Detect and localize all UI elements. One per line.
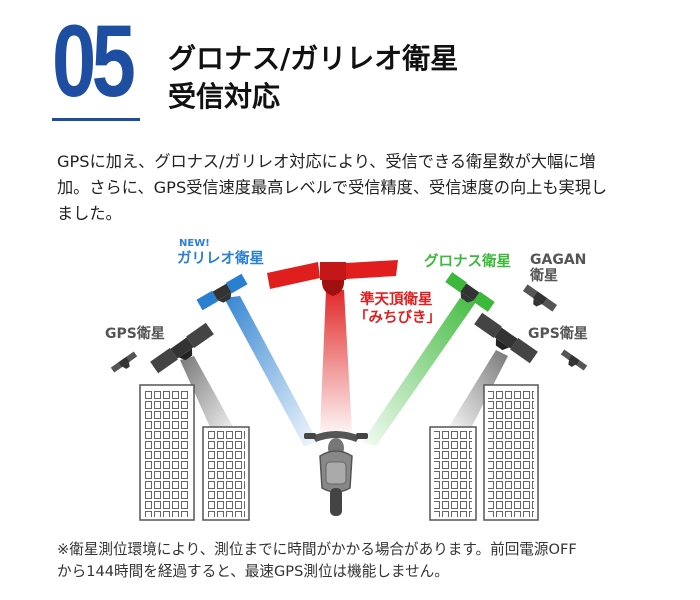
section-title-line1: グロナス/ガリレオ衛星	[168, 42, 459, 75]
qzss-beam	[320, 290, 352, 432]
glonass-satellite-icon	[445, 272, 495, 312]
section-number-underline	[52, 118, 140, 121]
footnote: ※衛星測位環境により、測位までに時間がかかる場合があります。前回電源OFF から…	[57, 539, 677, 583]
gagan-label-line2: 衛星	[529, 267, 558, 284]
galileo-beam	[224, 296, 318, 446]
building-right-tall	[483, 384, 539, 521]
building-left-tall	[139, 384, 195, 521]
footnote-line2: から144時間を経過すると、最速GPS測位は機能しません。	[57, 563, 449, 580]
description-line2: 加。さらに、GPS受信速度最高レベルで受信精度、受信速度の向上も実現し	[57, 178, 608, 197]
gps-left-label: GPS衛星	[105, 325, 165, 342]
gagan-satellite-icon	[522, 284, 558, 312]
qzss-satellite-icon	[267, 260, 398, 296]
building-right-short	[429, 426, 477, 521]
galileo-new-badge: NEW!	[179, 238, 210, 249]
galileo-label: ガリレオ衛星	[177, 249, 264, 267]
gps-right-small-satellite-icon	[560, 349, 588, 371]
glonass-label: グロナス衛星	[424, 252, 511, 270]
qzss-label-line2: 「みちびき」	[354, 308, 441, 326]
motorcycle-icon	[304, 431, 368, 516]
gps-left-large-satellite-icon	[150, 322, 214, 374]
description-line1: GPSに加え、グロナス/ガリレオ対応により、受信できる衛星数が大幅に増	[57, 152, 596, 171]
footnote-line1: ※衛星測位環境により、測位までに時間がかかる場合があります。前回電源OFF	[57, 541, 577, 558]
description: GPSに加え、グロナス/ガリレオ対応により、受信できる衛星数が大幅に増 加。さら…	[57, 149, 677, 227]
qzss-label-line1: 準天頂衛星	[360, 290, 433, 308]
section-title: グロナス/ガリレオ衛星 受信対応	[168, 40, 458, 116]
section-title-line2: 受信対応	[168, 80, 281, 113]
gps-left-small-satellite-icon	[110, 351, 138, 373]
gagan-label-line1: GAGAN	[530, 252, 586, 268]
building-left-short	[202, 426, 250, 521]
gps-right-large-satellite-icon	[474, 312, 538, 364]
gps-right-beam	[448, 350, 508, 430]
gps-left-beam	[180, 356, 236, 436]
glonass-beam	[362, 298, 476, 446]
description-line3: ました。	[57, 204, 122, 223]
galileo-satellite-icon	[196, 273, 248, 311]
gps-right-label: GPS衛星	[528, 325, 588, 342]
